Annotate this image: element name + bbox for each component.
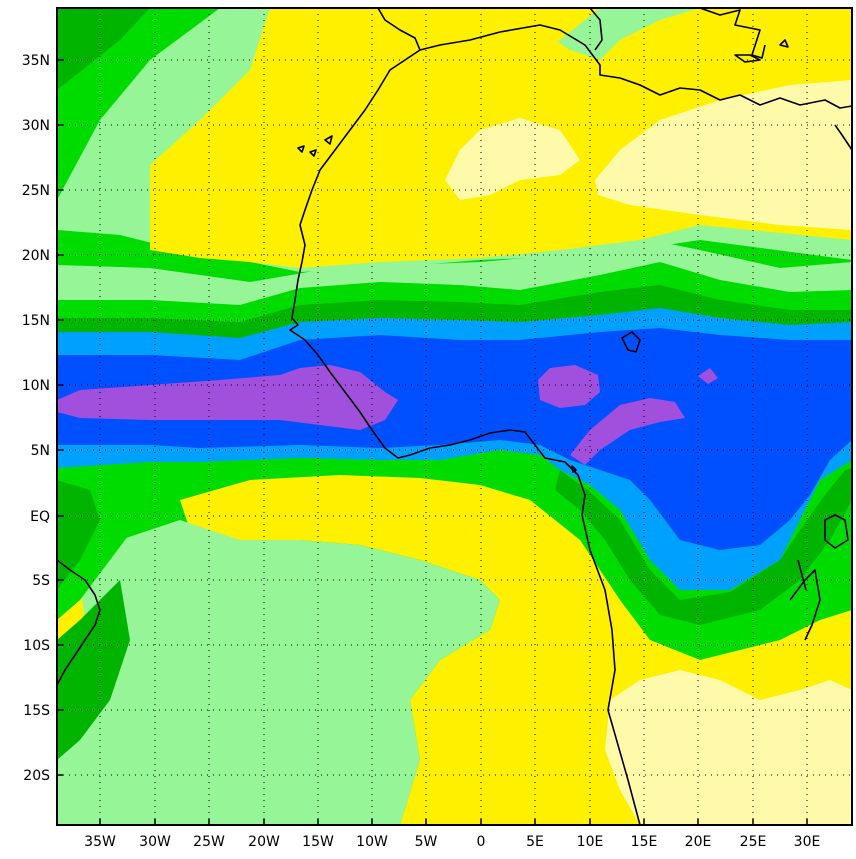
coastlines (57, 8, 852, 825)
south-africa-pale-region (605, 670, 852, 825)
crete-island (734, 54, 761, 63)
lon-label: 15E (631, 834, 658, 850)
latitude-labels: 35N 30N 25N 20N 15N 10N 5N EQ 5S 10S 15S… (22, 53, 50, 784)
east-coast-south (834, 124, 852, 151)
lat-label: 10S (23, 638, 50, 654)
lon-label: 25W (193, 834, 225, 850)
sahara-pale-region (595, 80, 852, 230)
lon-label: 20E (685, 834, 712, 850)
lon-label: 30E (794, 834, 821, 850)
lat-label: 10N (22, 378, 50, 394)
lat-label: 15N (22, 313, 50, 329)
lat-label: 5S (32, 573, 50, 589)
lake-tanganyika (797, 559, 807, 591)
west-africa-coastline (289, 8, 641, 825)
atlantic-purple-max (57, 365, 398, 430)
brazil-deep-green (57, 580, 130, 760)
lat-label: 25N (22, 183, 50, 199)
lat-label: 35N (22, 53, 50, 69)
bioko-island (571, 465, 577, 473)
canary-island (324, 135, 333, 145)
lon-label: 10W (356, 834, 388, 850)
south-atlantic-lighter (150, 578, 450, 800)
italy-coastline (589, 8, 603, 51)
lake-chad (621, 331, 641, 353)
lon-label: 35W (84, 834, 116, 850)
greece-coastline (699, 8, 766, 59)
plot-frame (56, 7, 853, 826)
congo-purple-max (570, 398, 685, 465)
south-deep-green-band (555, 468, 852, 625)
lon-label: 20W (248, 834, 280, 850)
south-green-band (57, 455, 852, 660)
lake-outline (824, 514, 849, 549)
north-deep-green-region (57, 8, 150, 90)
lon-label: 25E (740, 834, 767, 850)
contour-fills (57, 8, 852, 825)
lon-label: 5E (526, 834, 544, 850)
lon-label: 10E (577, 834, 604, 850)
lat-label: EQ (30, 509, 50, 525)
aegean-islands (779, 39, 789, 48)
east-purple-max (698, 368, 718, 384)
lat-label: 20S (23, 768, 50, 784)
brazil-coastline (57, 559, 101, 686)
west-sahara-pale-region (445, 118, 580, 200)
central-purple-max (538, 365, 600, 408)
canary-island (297, 145, 305, 153)
lon-label: 30W (139, 834, 171, 850)
lon-label: 5W (415, 834, 438, 850)
east-africa-coastline (789, 569, 821, 641)
longitude-labels: 35W 30W 25W 20W 15W 10W 5W 0 5E 10E 15E … (84, 834, 820, 850)
lat-label: 20N (22, 248, 50, 264)
axis-ticks (57, 59, 808, 825)
west-south-deep-green (57, 480, 100, 590)
lat-label: 30N (22, 118, 50, 134)
graticule (57, 8, 852, 825)
canary-island (309, 149, 317, 157)
lat-label: 15S (23, 703, 50, 719)
lon-label: 0 (477, 834, 486, 850)
lon-label: 15W (302, 834, 334, 850)
lat-label: 5N (31, 443, 50, 459)
north-africa-coastline (419, 24, 852, 109)
